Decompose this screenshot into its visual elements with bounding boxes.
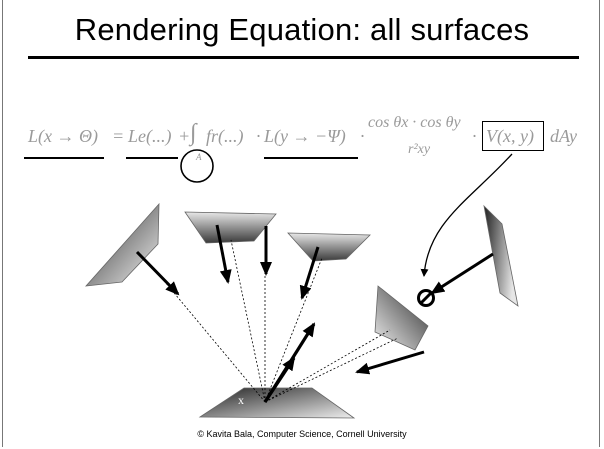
point-x-label: x [238, 393, 244, 407]
ray-lower-right [264, 337, 399, 403]
title-underline [28, 56, 579, 59]
patch-top-right [287, 232, 371, 262]
blocked-icon [417, 289, 435, 307]
arrow-from-left-patch [135, 250, 180, 296]
slide-title: Rendering Equation: all surfaces [74, 12, 530, 47]
ray-occluder [264, 329, 391, 403]
patch-occluder [374, 285, 429, 351]
visibility-highlight-box [482, 121, 544, 151]
eq-plus: + [178, 126, 191, 146]
receiving-surface [198, 387, 356, 419]
arrow-blocked [430, 252, 494, 295]
eq-integral-domain: A [196, 152, 202, 162]
patch-far-right [483, 204, 519, 307]
eq-incoming-radiance: L(y → −Ψ) [264, 126, 346, 146]
eq-emitted-radiance: Le(...) [128, 126, 172, 146]
eq-cosine-numerator: cos θx · cos θy [368, 114, 461, 131]
visibility-pointer-arrow [420, 153, 513, 277]
arrow-from-occluder [355, 350, 425, 375]
ray-top-right [264, 257, 323, 403]
incoming-arrows [135, 224, 494, 375]
eq-integral: ∫ [190, 120, 197, 146]
integral-domain-circle [180, 149, 214, 183]
arrow-outgoing-long [263, 322, 316, 403]
eq-visibility: V(x, y) [486, 126, 534, 146]
patch-top-center [184, 211, 277, 244]
eq-distance-denominator: r²xy [408, 142, 431, 157]
eq-brdf: fr(...) [206, 126, 244, 146]
eq-dot-2: · [360, 126, 365, 146]
ray-center-left [230, 239, 266, 403]
patch-left [85, 202, 160, 287]
eq-differential: dAy [550, 126, 577, 146]
eq-dot-1: · [256, 126, 261, 146]
eq-dot-3: · [472, 126, 477, 146]
arrow-from-top-center-a [215, 224, 232, 284]
eq-equals: = [112, 126, 125, 146]
eq-outgoing-radiance: L(x → Θ) [28, 126, 98, 146]
arrow-from-top-right [299, 246, 320, 300]
outgoing-arrows [263, 322, 316, 403]
slide-footer: © Kavita Bala, Computer Science, Cornell… [197, 429, 407, 439]
visibility-rays [149, 239, 399, 403]
